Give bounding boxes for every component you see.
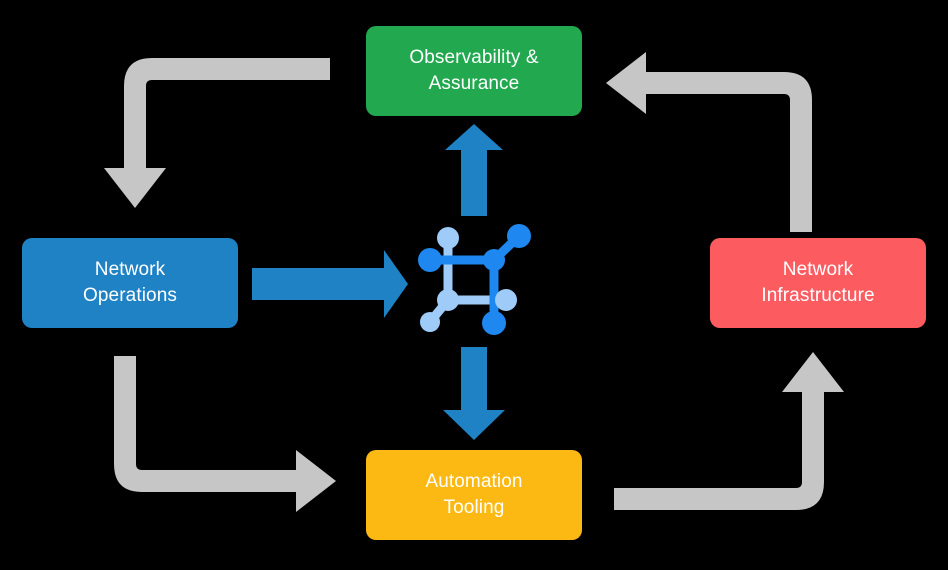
arrow-infrastructure-to-observability	[606, 52, 812, 232]
node-automation-tooling[interactable]: Automation Tooling	[366, 450, 582, 540]
arrow-center-to-observability	[445, 124, 503, 216]
arrow-center-to-automation	[443, 347, 505, 440]
node-observability-assurance[interactable]: Observability & Assurance	[366, 26, 582, 116]
topology-nodes-dark	[418, 224, 531, 335]
arrow-observability-to-operations	[104, 58, 330, 208]
node-network-operations[interactable]: Network Operations	[22, 238, 238, 328]
node-network-infrastructure[interactable]: Network Infrastructure	[710, 238, 926, 328]
network-topology-icon	[418, 224, 531, 335]
arrow-automation-to-infrastructure	[614, 352, 844, 510]
arrow-operations-to-automation	[114, 356, 336, 512]
topology-nodes-light	[420, 227, 517, 332]
arrow-operations-to-center	[252, 250, 408, 318]
